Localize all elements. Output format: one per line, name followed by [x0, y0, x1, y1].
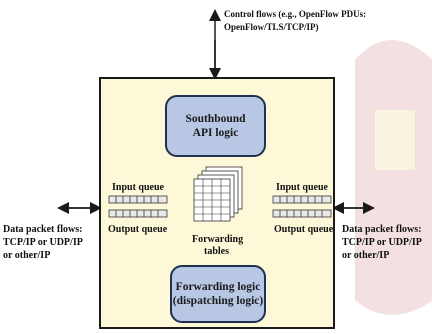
southbound-label-line1: Southbound	[185, 113, 246, 125]
right-flow-label-line3: or other/IP	[342, 250, 390, 261]
forwarding-tables-label-line1: Forwarding	[192, 234, 244, 245]
forwarding-logic-label-line1: Forwarding logic	[175, 281, 261, 293]
crest-watermark-icon	[355, 40, 432, 315]
forwarding-tables-icon	[193, 166, 243, 222]
forwarding-logic-box: Forwarding logic (dispatching logic)	[170, 265, 266, 323]
southbound-api-logic-box: Southbound API logic	[165, 95, 266, 157]
control-flows-label-line2: OpenFlow/TLS/TCP/IP)	[224, 22, 319, 32]
left-flow-label-line2: TCP/IP or UDP/IP	[3, 237, 83, 248]
forwarding-logic-label-line2: (dispatching logic)	[172, 295, 264, 307]
right-queues-graphic	[272, 195, 332, 218]
left-output-queue-label: Output queue	[108, 224, 168, 235]
right-output-queue-label: Output queue	[274, 224, 334, 235]
forwarding-tables-label-line2: tables	[204, 246, 229, 257]
left-flow-label-line1: Data packet flows:	[3, 224, 83, 235]
right-input-queue-label: Input queue	[276, 182, 328, 193]
left-input-queue-label: Input queue	[112, 182, 164, 193]
southbound-label-line2: API logic	[192, 127, 239, 139]
left-flow-label-line3: or other/IP	[3, 250, 51, 261]
control-flows-label-line1: Control flows (e.g., OpenFlow PDUs:	[224, 9, 367, 19]
left-queues-graphic	[108, 195, 168, 218]
right-flow-label-line2: TCP/IP or UDP/IP	[342, 237, 422, 248]
right-flow-label-line1: Data packet flows:	[342, 224, 422, 235]
